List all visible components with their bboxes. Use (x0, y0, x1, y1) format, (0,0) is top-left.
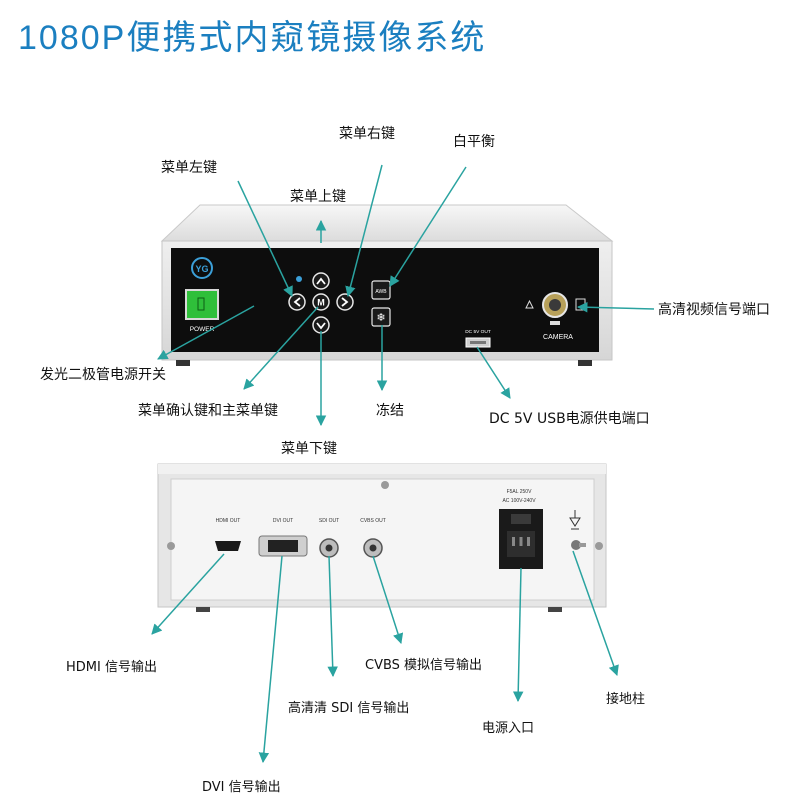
label-sdi-output: 高清清 SDI 信号输出 (288, 701, 410, 716)
hdmi-port[interactable] (215, 541, 241, 551)
dvi-out-label: DVI OUT (273, 518, 293, 524)
callout-arrows (151, 164, 655, 764)
label-menu-left: 菜单左键 (161, 160, 217, 176)
label-white-balance: 白平衡 (453, 134, 495, 150)
label-hd-video-port: 高清视频信号端口 (658, 302, 770, 318)
arrow-confirm (243, 306, 319, 390)
label-power-inlet: 电源入口 (482, 721, 535, 736)
back-unit: HDMI OUT DVI OUT SDI OUT CVBS OUT F5AL 2… (157, 463, 607, 612)
voltage-label: AC 100V-240V (502, 498, 536, 504)
ground-symbol-icon (569, 510, 581, 530)
label-confirm-main-menu: 菜单确认键和主菜单键 (138, 403, 278, 419)
label-ground: 接地柱 (606, 692, 646, 707)
fuse-label: F5AL 250V (507, 489, 532, 495)
arrow-menu-left (237, 180, 293, 297)
chevron-right-icon (341, 297, 349, 307)
power-label: POWER (190, 326, 215, 333)
label-dvi-output: DVI 信号输出 (202, 780, 281, 795)
menu-right-button[interactable] (336, 293, 354, 311)
arrow-usb-power (476, 346, 511, 399)
page-title: 1080P便携式内窥镜摄像系统 (18, 19, 487, 57)
awb-button[interactable] (371, 280, 391, 300)
power-switch-icon (197, 297, 205, 311)
fuse-holder (511, 514, 531, 524)
label-freeze: 冻结 (376, 403, 404, 419)
menu-left-button[interactable] (288, 293, 306, 311)
hdmi-out-label: HDMI OUT (216, 518, 241, 524)
arrow-hdmi (151, 553, 225, 635)
chevron-up-icon (316, 277, 326, 285)
label-menu-down: 菜单下键 (281, 441, 337, 457)
freeze-button[interactable] (371, 307, 391, 327)
awb-label: AWB (375, 289, 387, 295)
screw-icon (167, 542, 175, 550)
screw-icon (595, 542, 603, 550)
front-unit: YG POWER M AWB ❄ (160, 204, 614, 366)
label-menu-up: 菜单上键 (290, 189, 346, 205)
indicator-led (296, 276, 302, 282)
label-cvbs-output: CVBS 模拟信号输出 (365, 658, 483, 673)
camera-icon (550, 321, 560, 325)
menu-m-label: M (317, 298, 325, 308)
arrow-ground (572, 550, 619, 676)
arrow-sdi (327, 555, 338, 678)
warning-icon (525, 299, 534, 309)
arrow-power-inlet (512, 567, 524, 703)
chevron-left-icon (293, 297, 301, 307)
front-panel (171, 248, 599, 352)
usb-label: DC 5V OUT (465, 329, 491, 335)
brand-logo (191, 257, 213, 279)
label-power-switch: 发光二极管电源开关 (40, 367, 166, 383)
menu-down-button[interactable] (312, 316, 330, 334)
label-hdmi-output: HDMI 信号输出 (66, 660, 157, 675)
camera-label: CAMERA (543, 334, 573, 341)
cvbs-out-label: CVBS OUT (360, 518, 386, 524)
logo-text: YG (195, 264, 208, 274)
label-menu-right: 菜单右键 (339, 126, 395, 142)
arrow-dvi (258, 555, 283, 764)
snowflake-icon: ❄ (376, 311, 385, 324)
ground-post[interactable] (571, 540, 581, 550)
power-button[interactable] (185, 289, 219, 320)
arrow-white-balance (389, 166, 467, 287)
arrow-menu-right (345, 164, 383, 298)
screw-icon (381, 481, 389, 489)
label-usb-power-port: DC 5V USB电源供电端口 (489, 411, 650, 427)
sdi-out-label: SDI OUT (319, 518, 339, 524)
chevron-down-icon (316, 322, 326, 330)
arrow-power-switch (157, 305, 255, 360)
arrow-hd-video-port (576, 302, 655, 313)
menu-up-button[interactable] (312, 272, 330, 290)
menu-confirm-button[interactable]: M (312, 293, 330, 311)
arrow-cvbs (372, 555, 404, 644)
